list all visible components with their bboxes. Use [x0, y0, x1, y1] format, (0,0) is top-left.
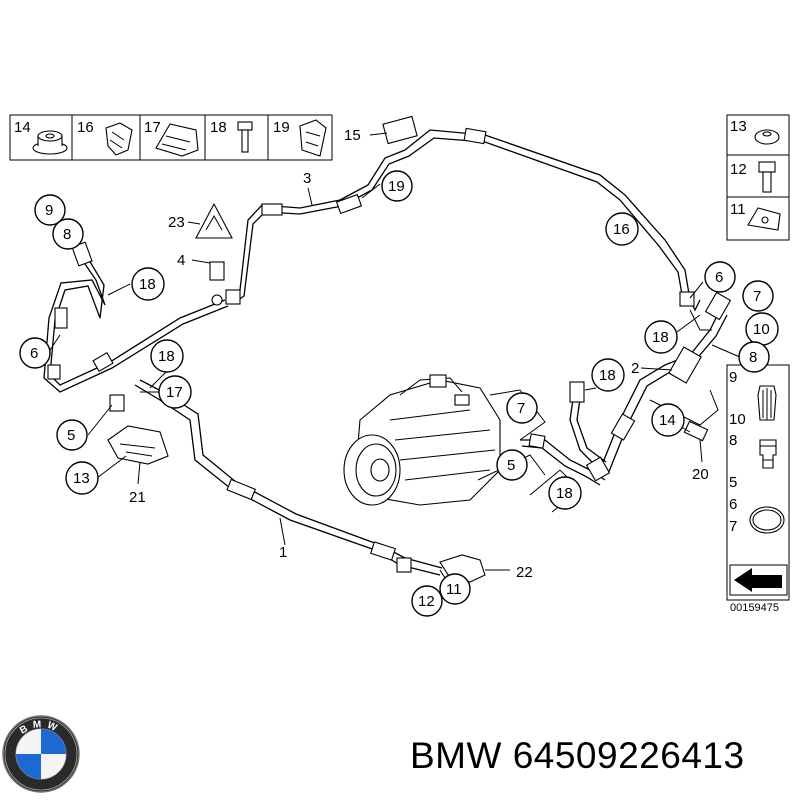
callout-6-left: 6 — [30, 345, 38, 362]
bmw-logo: BMW — [2, 715, 80, 793]
legend-label-7: 7 — [729, 518, 737, 535]
callout-2: 2 — [631, 360, 639, 377]
box-label-16: 16 — [77, 119, 94, 136]
callout-8-left: 8 — [63, 226, 71, 243]
cap-icon — [757, 385, 777, 421]
box-label-17: 17 — [144, 119, 161, 136]
drawing-number: 00159475 — [730, 602, 779, 614]
legend-label-8: 8 — [729, 432, 737, 449]
warning-label-icon — [195, 202, 233, 239]
callout-15: 15 — [344, 127, 361, 144]
clip-icon — [105, 122, 133, 156]
parts-box-top-left: 14 16 17 18 19 — [9, 114, 333, 161]
parts-legend-right: 13 12 11 9 10 8 5 6 7 — [726, 114, 790, 614]
bolt-icon — [758, 161, 776, 193]
valve-icon — [759, 439, 777, 469]
callout-18-bottom: 18 — [556, 485, 573, 502]
box-label-14: 14 — [14, 119, 31, 136]
leader-lines — [49, 132, 743, 579]
pipe-fittings — [47, 115, 732, 583]
arrow-icon — [729, 564, 788, 596]
callout-8-right: 8 — [749, 349, 757, 366]
o-ring-icon — [749, 506, 785, 534]
callout-9-left: 9 — [45, 202, 53, 219]
callout-13: 13 — [73, 470, 90, 487]
box-label-18: 18 — [210, 119, 227, 136]
callout-11: 11 — [446, 581, 462, 598]
callout-18-left: 18 — [139, 276, 156, 293]
legend-label-5: 5 — [729, 474, 737, 491]
callout-18-right: 18 — [599, 367, 616, 384]
bolt-icon — [237, 121, 253, 153]
callout-14: 14 — [659, 412, 676, 429]
legend-label-10: 10 — [729, 411, 746, 428]
callout-23: 23 — [168, 214, 185, 231]
callout-10: 10 — [753, 321, 770, 338]
clamp-icon — [299, 119, 327, 157]
callout-6-right: 6 — [715, 269, 723, 286]
ac-compressor — [343, 374, 501, 506]
callout-4: 4 — [177, 252, 185, 269]
callout-7-center: 7 — [517, 400, 525, 417]
bracket-icon — [107, 425, 169, 465]
callout-18-mid-left: 18 — [158, 348, 175, 365]
nut-icon — [754, 129, 780, 145]
nut-clip-icon — [747, 207, 781, 231]
callout-17: 17 — [166, 384, 183, 401]
callout-5-left: 5 — [67, 427, 75, 444]
legend-label-11: 11 — [730, 201, 746, 218]
callout-3: 3 — [303, 170, 311, 187]
legend-label-9: 9 — [729, 369, 737, 386]
callouts: 15 3 19 23 4 9 8 18 6 18 17 5 13 21 1 22… — [19, 127, 779, 617]
box-label-19: 19 — [273, 119, 290, 136]
pipe-lines — [43, 129, 728, 576]
callout-20: 20 — [692, 466, 709, 483]
nut-icon — [32, 130, 68, 155]
callout-16: 16 — [613, 221, 630, 238]
callout-18-upper-right: 18 — [652, 329, 669, 346]
legend-label-6: 6 — [729, 496, 737, 513]
holder-icon — [155, 123, 199, 157]
callout-21: 21 — [129, 489, 146, 506]
callout-5-center: 5 — [507, 457, 515, 474]
callout-12: 12 — [418, 593, 435, 610]
callout-1: 1 — [279, 544, 287, 561]
legend-label-13: 13 — [730, 118, 747, 135]
part-number-title: BMW 64509226413 — [410, 735, 745, 776]
callout-7-right: 7 — [753, 288, 761, 305]
legend-label-12: 12 — [730, 161, 747, 178]
callout-22: 22 — [516, 564, 533, 581]
callout-19: 19 — [388, 178, 405, 195]
